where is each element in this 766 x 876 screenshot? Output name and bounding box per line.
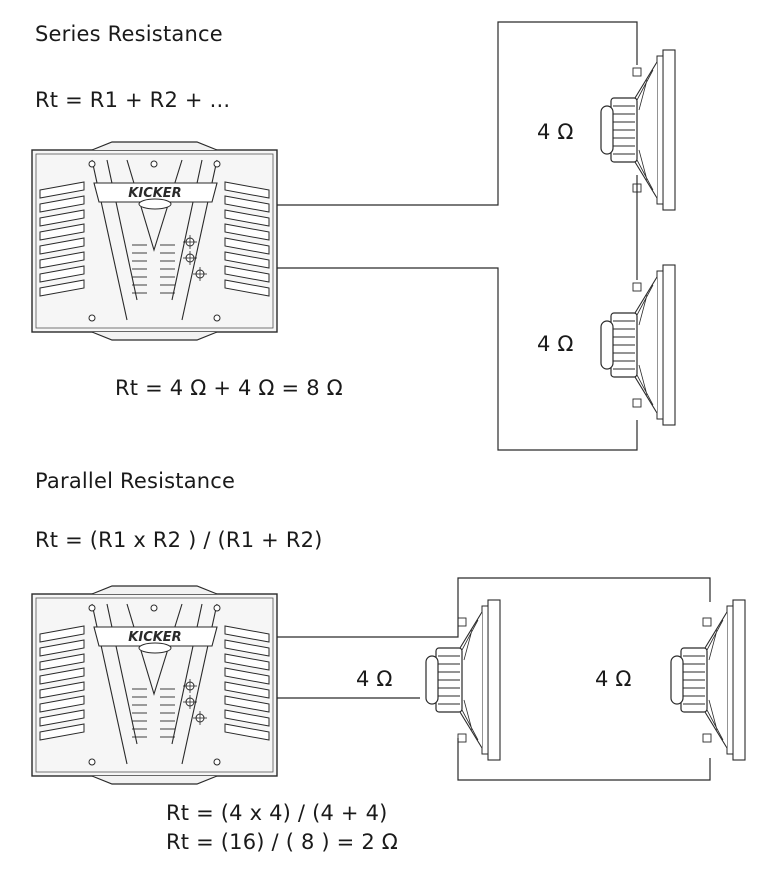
series-amplifier (31, 141, 278, 341)
series-result: Rt = 4 Ω + 4 Ω = 8 Ω (115, 376, 343, 400)
parallel-amp-brand: KICKER (128, 630, 181, 645)
parallel-speaker-right (670, 599, 746, 761)
series-speaker-top-label: 4 Ω (537, 120, 574, 144)
series-speaker-bottom (600, 264, 676, 426)
parallel-wires (277, 577, 711, 781)
series-speaker-bottom-label: 4 Ω (537, 332, 574, 356)
parallel-result-line2: Rt = (16) / ( 8 ) = 2 Ω (166, 830, 399, 854)
series-formula: Rt = R1 + R2 + ... (35, 88, 231, 112)
series-amp-brand: KICKER (128, 186, 181, 201)
parallel-amplifier (31, 585, 278, 785)
parallel-result-line1: Rt = (4 x 4) / (4 + 4) (166, 801, 388, 825)
parallel-title: Parallel Resistance (35, 469, 236, 493)
parallel-speaker-left-label: 4 Ω (356, 667, 393, 691)
series-wires (277, 21, 638, 451)
parallel-speaker-right-label: 4 Ω (595, 667, 632, 691)
series-speaker-top (600, 49, 676, 211)
parallel-formula: Rt = (R1 x R2 ) / (R1 + R2) (35, 528, 323, 552)
parallel-speaker-left (425, 599, 501, 761)
series-title: Series Resistance (35, 22, 223, 46)
